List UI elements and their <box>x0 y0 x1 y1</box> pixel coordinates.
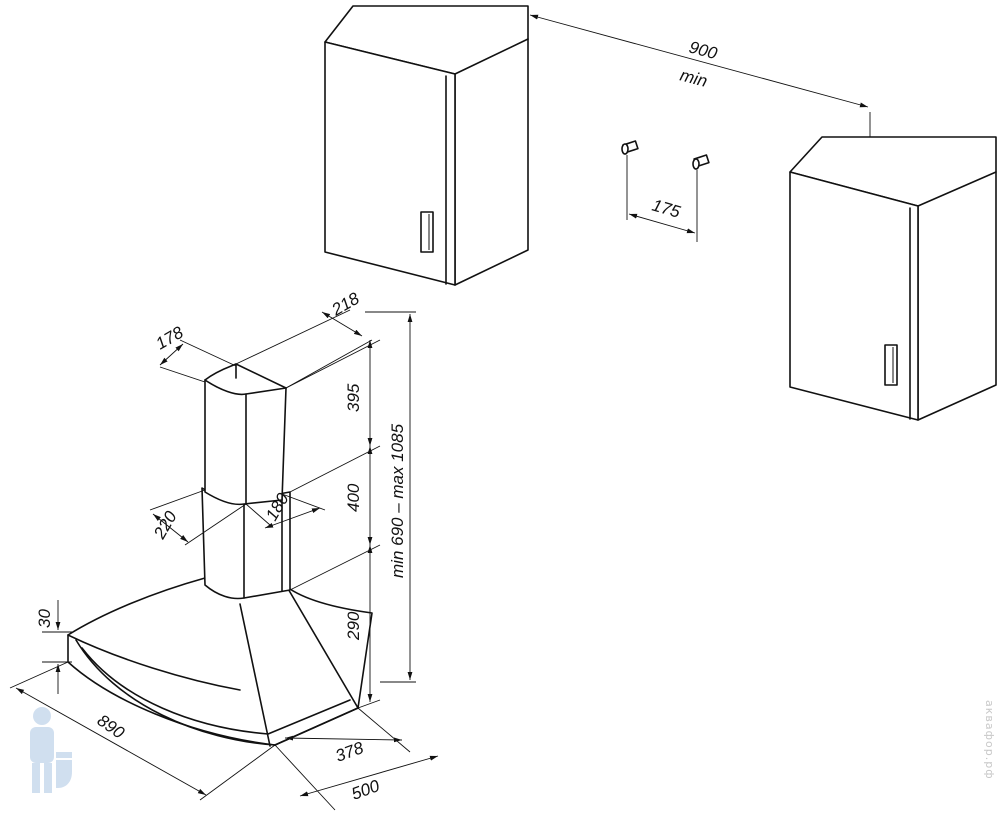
bolt-spacing-label: 175 <box>650 196 683 222</box>
left-bolt-icon <box>621 140 639 155</box>
overall-height-label: min 690 – max 1085 <box>388 423 407 578</box>
cooker-hood <box>67 309 373 747</box>
upper-chimney-height-label: 395 <box>344 383 363 412</box>
site-watermark: аквафор.рф <box>983 700 996 780</box>
plumber-mascot-icon <box>30 707 72 793</box>
canopy-height-label: 290 <box>344 611 363 641</box>
left-wall-cabinet <box>324 5 529 286</box>
right-bolt-icon <box>692 154 710 170</box>
cabinet-gap-dimension: 900 min <box>527 6 871 137</box>
right-cabinet-handle <box>884 344 898 386</box>
chimney-top-width-label: 178 <box>153 323 188 354</box>
mounting-bolts: 175 <box>621 140 710 242</box>
canopy-front-depth-label: 378 <box>333 738 367 766</box>
lower-chimney-depth-label: 220 <box>150 507 181 542</box>
rim-thickness-label: 30 <box>35 609 54 628</box>
left-cabinet-handle <box>420 211 434 253</box>
lower-chimney-height-label: 400 <box>344 483 363 512</box>
chimney-top-depth-label: 218 <box>328 289 363 320</box>
cabinet-gap-qualifier: min <box>678 66 709 91</box>
right-wall-cabinet <box>789 136 997 421</box>
hood-width-label: 890 <box>94 711 129 743</box>
upper-chimney <box>204 363 287 506</box>
